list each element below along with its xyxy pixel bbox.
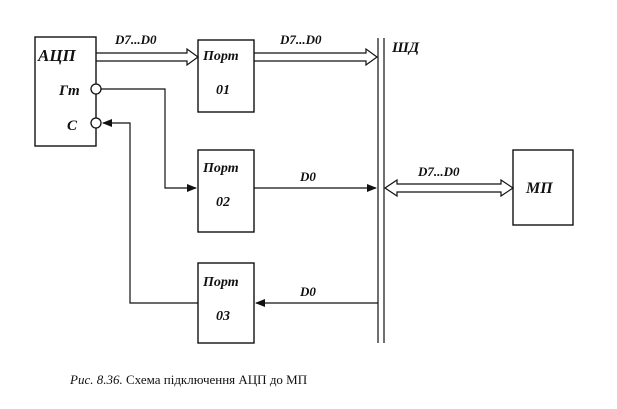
port-01-block: Порт 01 [197,39,255,113]
adc-pin-ready-label: Гт [58,83,80,99]
figure-caption-text: Схема підключення АЦП до МП [122,372,308,387]
port-01-name: Порт [202,49,239,64]
figure-caption: Рис. 8.36. Схема підключення АЦП до МП [70,372,307,388]
port-02-number: 02 [216,195,230,210]
port1-to-bus-wide-arrow: D7...D0 [254,32,379,67]
ready-to-port2-wire [101,88,197,192]
data-bus: ШД [377,38,420,343]
port-02-name: Порт [202,161,239,176]
bus-to-port3-signal-label: D0 [299,284,316,299]
figure-caption-prefix: Рис. 8.36. [70,372,123,387]
bus-mp-signal-label: D7...D0 [417,164,460,179]
adc-ready-pin-circle [90,83,102,95]
adc-start-pin-circle [90,117,102,129]
adc-to-port1-signal-label: D7...D0 [114,32,157,47]
adc-pin-start-label: С [67,118,78,134]
port-03-number: 03 [216,309,230,324]
mp-block: МП [512,149,574,226]
port-01-number: 01 [216,83,230,98]
port1-to-bus-signal-label: D7...D0 [279,32,322,47]
port-02-block: Порт 02 [197,149,255,233]
adc-title: АЦП [37,46,77,65]
adc-to-port1-wide-arrow: D7...D0 [96,32,200,67]
adc-block: АЦП Гт С [34,36,102,147]
port-03-name: Порт [202,275,239,290]
port-03-block: Порт 03 [197,262,255,344]
mp-title: МП [525,180,553,197]
bus-to-port3-wire: D0 [255,284,378,307]
bus-mp-wide-double-arrow: D7...D0 [383,164,515,198]
port2-to-bus-signal-label: D0 [299,169,316,184]
port2-to-bus-wire: D0 [254,169,377,192]
port3-to-start-wire [102,119,198,304]
data-bus-label: ШД [391,40,420,56]
